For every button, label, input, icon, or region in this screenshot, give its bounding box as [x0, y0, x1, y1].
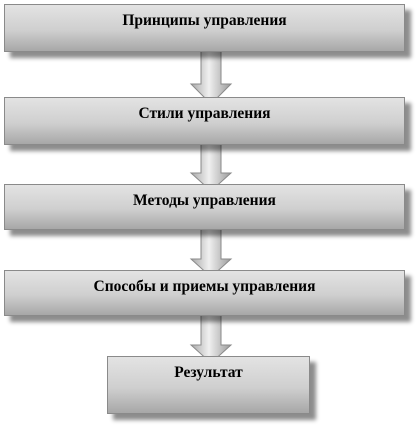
step-box-principles: Принципы управления [4, 4, 405, 52]
step-label: Принципы управления [122, 12, 287, 29]
step-box-result: Результат [107, 356, 310, 414]
step-label: Способы и приемы управления [93, 278, 316, 295]
arrow-down-4 [189, 312, 233, 364]
step-label: Результат [174, 364, 243, 381]
step-box-methods: Методы управления [4, 184, 405, 230]
step-box-styles: Стили управления [4, 97, 405, 145]
step-box-techniques: Способы и приемы управления [4, 270, 405, 316]
step-label: Методы управления [133, 192, 276, 209]
arrow-down-2 [189, 140, 233, 192]
step-label: Стили управления [138, 105, 271, 122]
arrow-down-3 [189, 226, 233, 278]
